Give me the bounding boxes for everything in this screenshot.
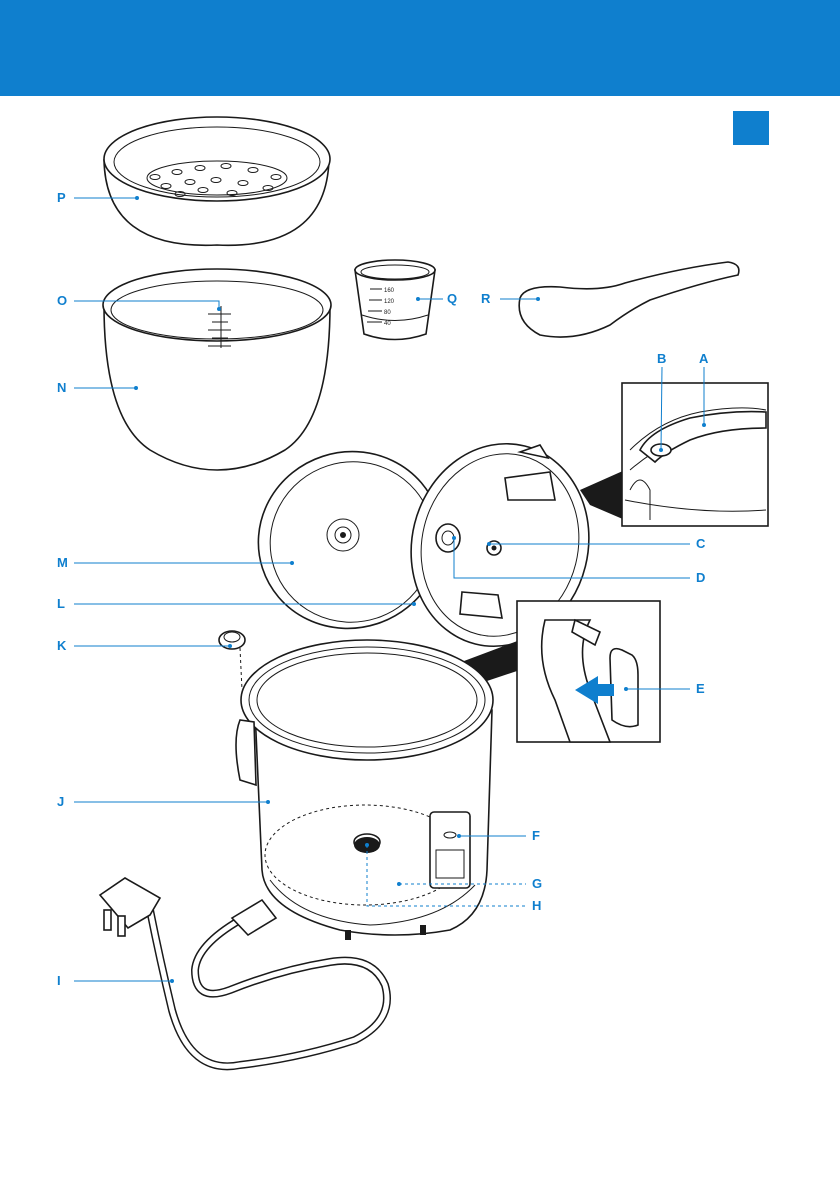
steaming-basket	[104, 117, 330, 245]
label-m: M	[57, 556, 68, 570]
label-o: O	[57, 294, 67, 308]
label-k: K	[57, 639, 66, 653]
label-p: P	[57, 191, 66, 205]
label-f: F	[532, 829, 540, 843]
cup-mark: 160	[384, 288, 395, 294]
label-c: C	[696, 537, 705, 551]
inner-pot	[103, 269, 331, 470]
label-d: D	[696, 571, 705, 585]
measuring-cup: 160 120 80 40	[355, 260, 435, 340]
cup-mark: 80	[384, 310, 391, 316]
label-r: R	[481, 292, 490, 306]
label-l: L	[57, 597, 65, 611]
cup-mark: 120	[384, 299, 395, 305]
steam-vent-cap	[219, 631, 245, 690]
rice-spoon	[519, 262, 739, 337]
label-i: I	[57, 974, 61, 988]
rice-cooker-body	[236, 640, 493, 940]
cup-mark: 40	[384, 321, 391, 327]
lid-handle-detail	[580, 383, 768, 526]
label-b: B	[657, 352, 666, 366]
label-e: E	[696, 682, 705, 696]
label-h: H	[532, 899, 541, 913]
label-a: A	[699, 352, 708, 366]
label-j: J	[57, 795, 64, 809]
label-g: G	[532, 877, 542, 891]
label-q: Q	[447, 292, 457, 306]
label-n: N	[57, 381, 66, 395]
